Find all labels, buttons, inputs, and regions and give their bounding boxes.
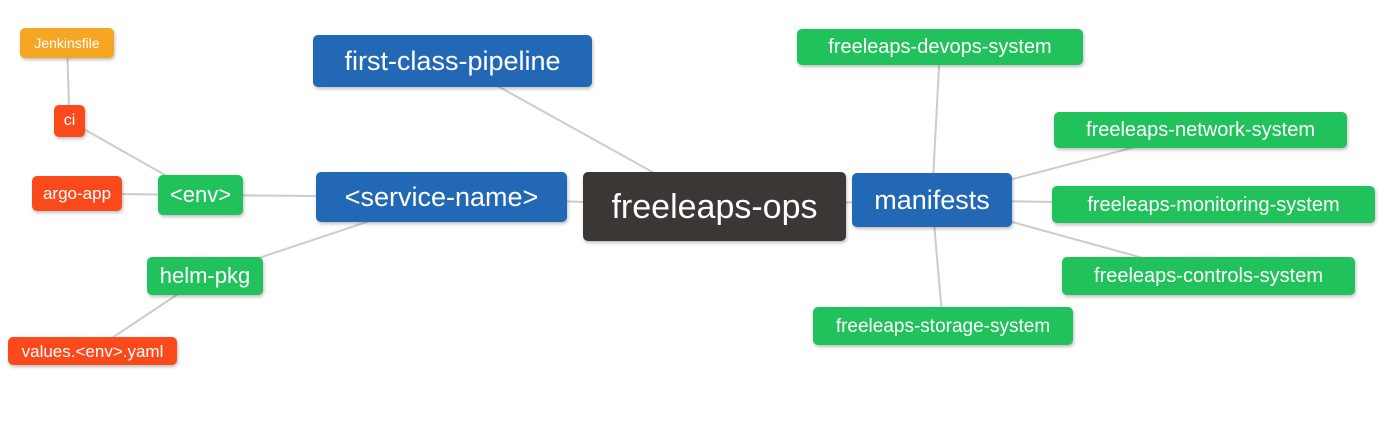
node-freeleaps-monitoring-system[interactable]: freeleaps-monitoring-system: [1052, 186, 1375, 223]
node-manifests[interactable]: manifests: [852, 173, 1012, 227]
node-first-class-pipeline[interactable]: first-class-pipeline: [313, 35, 592, 87]
node-env[interactable]: <env>: [158, 175, 243, 215]
node-argo-app[interactable]: argo-app: [32, 176, 122, 211]
node-helm-pkg[interactable]: helm-pkg: [147, 257, 263, 295]
node-jenkinsfile[interactable]: Jenkinsfile: [20, 28, 114, 58]
node-values-env-yaml[interactable]: values.<env>.yaml: [8, 337, 177, 365]
node-freeleaps-devops-system[interactable]: freeleaps-devops-system: [797, 29, 1083, 65]
node-freeleaps-ops[interactable]: freeleaps-ops: [583, 172, 846, 241]
node-ci[interactable]: ci: [54, 105, 85, 137]
node-freeleaps-network-system[interactable]: freeleaps-network-system: [1054, 112, 1347, 148]
node-service-name[interactable]: <service-name>: [316, 172, 567, 222]
node-freeleaps-controls-system[interactable]: freeleaps-controls-system: [1062, 257, 1355, 295]
node-freeleaps-storage-system[interactable]: freeleaps-storage-system: [813, 307, 1073, 345]
